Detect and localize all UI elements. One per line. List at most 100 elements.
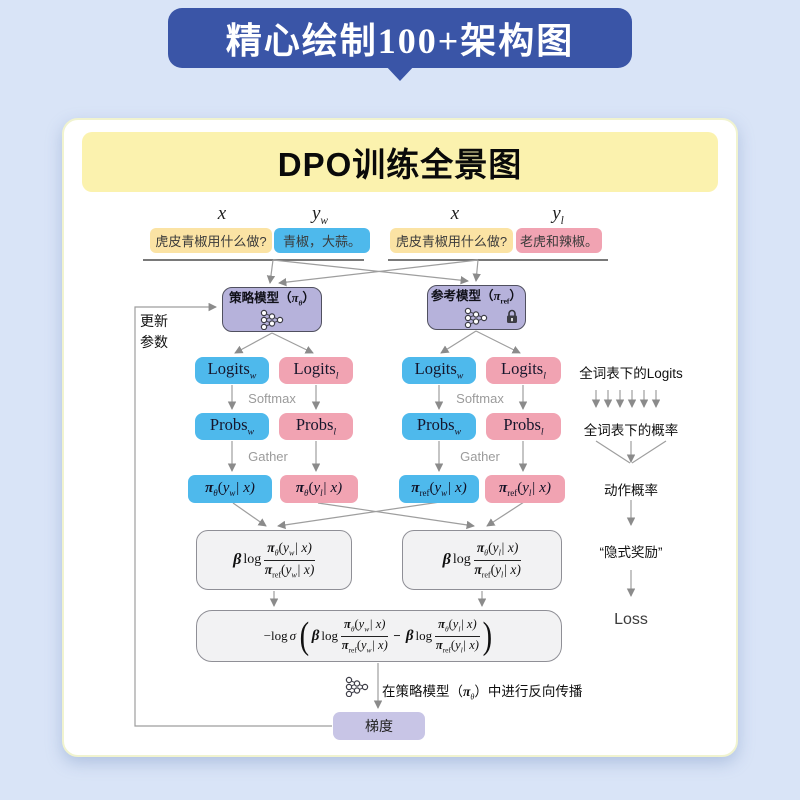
probs-l-ref-box: Probsl [486, 413, 561, 440]
given-x: | x) [503, 561, 521, 577]
numerator: πθ(yw| x) [341, 617, 389, 637]
w-subscript: w [454, 426, 462, 438]
backprop-prefix: 在策略模型（ [382, 684, 463, 699]
side-caption-implicit-reward: “隐式奖励” [556, 541, 706, 561]
beta-symbol: β [233, 551, 242, 568]
reference-model-label: 参考模型（πref） [431, 289, 522, 306]
w-subscript: w [229, 488, 236, 498]
sigma-symbol: σ [289, 628, 297, 643]
pi-symbol: π [435, 637, 443, 652]
banner-tail [384, 64, 416, 81]
l-subscript: l [335, 370, 339, 382]
gradient-box: 梯度 [333, 712, 425, 740]
y-var: y [283, 540, 289, 556]
w-subscript: w [249, 370, 257, 382]
y-var: y [492, 540, 499, 556]
theta-subscript: θ [304, 488, 309, 498]
w-subscript: w [291, 570, 297, 580]
numerator: πθ(yl| x) [473, 540, 522, 561]
theta-subscript: θ [213, 488, 218, 498]
fraction: πθ(yl| x)πref(yl| x) [473, 540, 522, 580]
w-subscript: w [364, 624, 370, 634]
gather-text: Gather [248, 449, 288, 464]
given-x: | x) [500, 540, 519, 556]
lock-icon [507, 309, 517, 323]
banner-title: 精心绘制100+架构图 [225, 21, 575, 61]
rejected-text: 老虎和辣椒。 [519, 234, 598, 249]
neg-log-text: −log [263, 628, 288, 643]
given-x: | x) [460, 617, 477, 632]
prompt-text: 虎皮青椒用什么做? [395, 234, 508, 249]
y-var: y [285, 561, 292, 577]
theta-subscript: θ [444, 624, 449, 634]
lparen: ( [488, 540, 493, 556]
l-subscript: l [458, 624, 461, 634]
node-label: Logitsl [294, 359, 339, 381]
given-x: | x) [447, 480, 467, 496]
w-subscript: w [320, 214, 329, 227]
log-text: log [415, 628, 433, 643]
gather-label-ref: Gather [440, 449, 520, 464]
probs-w-policy-box: Probsw [195, 413, 269, 440]
ref-subscript: ref [442, 644, 451, 654]
rejected-answer-box: 老虎和辣椒。 [516, 228, 602, 253]
model-close: ） [509, 289, 522, 304]
log-text: log [243, 552, 262, 567]
y-var: y [313, 480, 321, 496]
y-var: y [452, 617, 459, 632]
softmax-text: Softmax [248, 391, 296, 406]
logits-w-policy-box: Logitsw [195, 357, 269, 384]
pi-symbol: π [438, 617, 445, 632]
neural-network-icon [345, 676, 369, 697]
pi-symbol: π [341, 637, 349, 652]
lparen: ( [429, 480, 435, 496]
diagram-title: DPO训练全景图 [277, 146, 523, 183]
side-caption-loss: Loss [556, 611, 706, 629]
logits-l-ref-box: Logitsl [486, 357, 561, 384]
theta-subscript: θ [470, 692, 475, 702]
prompt-box-right: 虎皮青椒用什么做? [390, 228, 513, 253]
beta-symbol: β [311, 627, 320, 644]
model-name: 策略模型（ [229, 291, 292, 306]
given-x: | x) [235, 480, 255, 496]
l-subscript: l [560, 214, 564, 227]
x-label: x [450, 203, 460, 224]
input-label-x-left: x [192, 203, 252, 225]
update-line1: 更新 [140, 313, 168, 329]
given-x: | x) [294, 540, 312, 556]
theta-subscript: θ [350, 624, 355, 634]
lparen: ( [356, 637, 361, 652]
probs-w-ref-box: Probsw [402, 413, 476, 440]
input-label-yl: yl [528, 203, 588, 227]
reference-model-box: 参考模型（πref） [427, 285, 526, 330]
log-text: log [321, 628, 339, 643]
l-subscript: l [528, 488, 532, 498]
caption-text: 动作概率 [604, 483, 658, 498]
logits-text: Logits [414, 359, 457, 379]
y-label: y [311, 203, 321, 224]
fraction: πθ(yw| x)πref(yw| x) [264, 540, 315, 580]
input-label-x-right: x [425, 203, 485, 225]
lparen: ( [448, 617, 453, 632]
node-label: Logitsw [415, 359, 464, 381]
gradient-text: 梯度 [365, 718, 393, 734]
lparen: ( [308, 480, 314, 496]
gather-text: Gather [460, 449, 500, 464]
logits-text: Logits [293, 359, 336, 379]
y-var: y [358, 617, 365, 632]
node-label: Logitsl [501, 359, 546, 381]
probs-text: Probs [209, 415, 248, 435]
ref-subscript: ref [481, 570, 491, 580]
top-banner: 精心绘制100+架构图 [168, 8, 632, 68]
lparen: ( [281, 561, 286, 577]
denominator: πref(yw| x) [341, 637, 388, 655]
minus-sign: − [393, 628, 401, 643]
pi-symbol: π [474, 561, 482, 577]
node-label: Probsw [417, 415, 461, 437]
y-var: y [522, 480, 529, 496]
logits-text: Logits [501, 359, 544, 379]
